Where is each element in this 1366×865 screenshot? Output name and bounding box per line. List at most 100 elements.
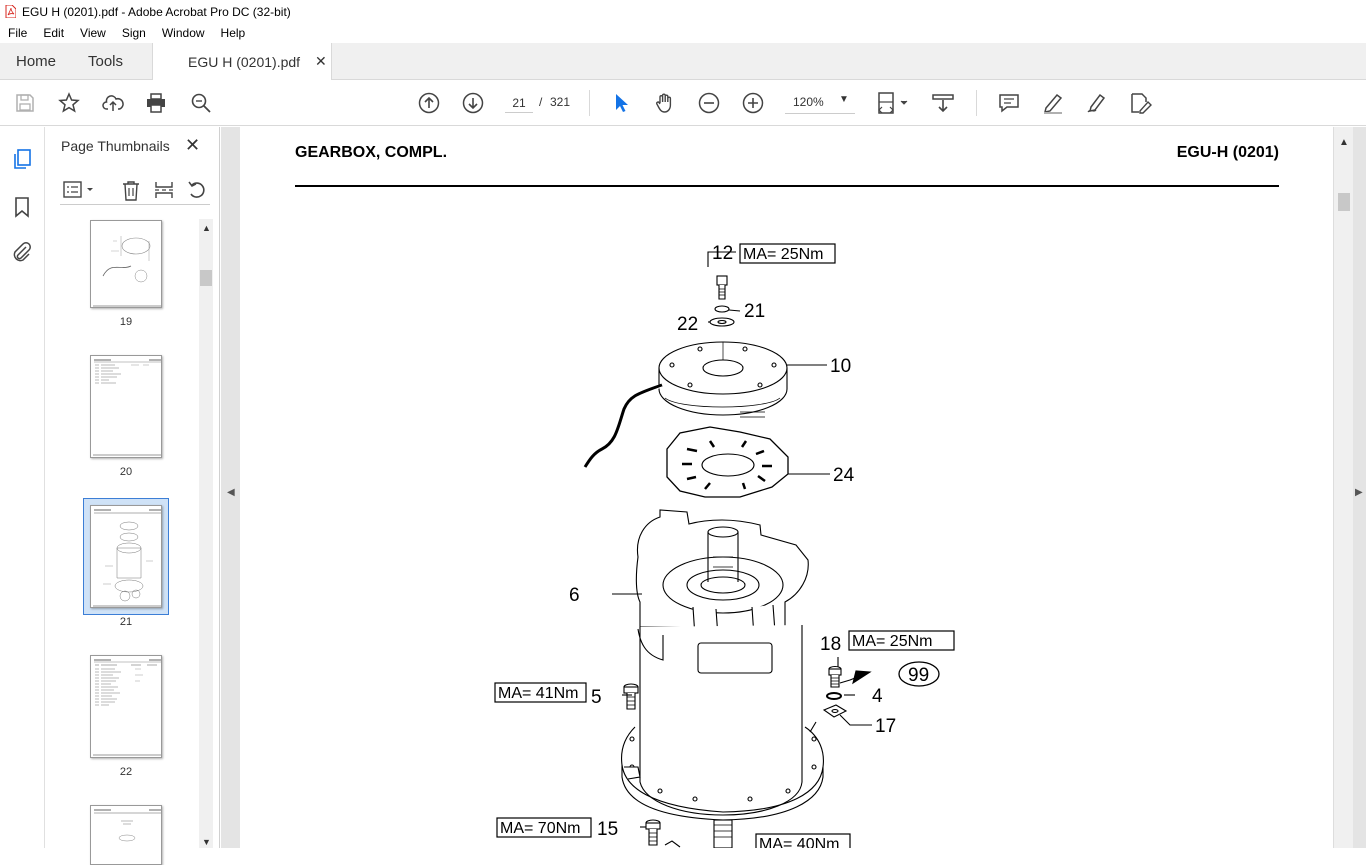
menu-help[interactable]: Help [220,26,246,40]
bolt-12-drawing [716,275,728,300]
thumbnail-toolbar [60,173,210,205]
hand-tool-icon[interactable] [653,91,677,115]
gearbox-housing-6-drawing [621,509,824,848]
tab-document[interactable]: EGU H (0201).pdf ✕ [152,43,332,81]
menu-sign[interactable]: Sign [121,26,146,40]
brake-10-drawing [658,341,788,418]
callout-99-circle [898,661,940,687]
menu-bar: File Edit View Sign Window Help [0,23,1366,43]
thumbnail-page-label: 21 [119,616,133,628]
torque-label: MA= 40Nm [759,836,839,848]
total-pages: 321 [550,95,571,109]
close-tab-icon[interactable]: ✕ [315,53,327,69]
callout-5: 5 [591,687,602,708]
torque-label: MA= 70Nm [500,820,580,837]
bookmarks-icon[interactable] [10,195,34,219]
thumbnail-page-label: 22 [119,766,133,778]
delete-trash-icon[interactable] [120,179,142,201]
page-thumbnails-icon[interactable] [10,147,34,171]
torque-box-5 [494,682,587,703]
torque-label: MA= 25Nm [852,633,932,650]
bolt-18-drawing [828,665,842,688]
thumbnail-drawing [93,236,161,307]
menu-window[interactable]: Window [161,26,205,40]
thumbnail-page-label: 19 [119,316,133,328]
comment-icon[interactable] [997,91,1021,115]
scroll-up-arrow-icon[interactable]: ▲ [202,223,211,233]
collapse-left-panel-icon[interactable]: ◀ [227,487,235,498]
thumbnail-page-21[interactable] [90,505,162,608]
torque-box-18 [848,630,955,651]
page-header-model: EGU-H (0201) [1176,144,1279,161]
print-icon[interactable] [144,91,168,115]
document-scrollbar[interactable]: ▲ [1333,127,1353,848]
find-zoom-icon[interactable] [189,91,213,115]
previous-page-icon[interactable] [417,91,441,115]
scrollbar-thumb[interactable] [1338,193,1350,211]
menu-view[interactable]: View [80,26,106,40]
left-navigation-rail [0,127,45,848]
menu-edit[interactable]: Edit [43,26,65,40]
options-menu-icon[interactable] [62,179,96,201]
header-rule [295,185,1279,187]
torque-box-15 [496,817,592,838]
expand-right-panel-icon[interactable]: ▶ [1355,487,1363,498]
zoom-in-icon[interactable] [741,91,765,115]
gasket-24-drawing [666,426,789,498]
close-panel-icon[interactable]: ✕ [185,135,201,155]
torque-box-shaft [755,833,851,848]
menu-file[interactable]: File [8,26,28,40]
thumbnail-page-23[interactable] [90,805,162,865]
thumbnail-page-19[interactable] [90,220,162,308]
torque-label: MA= 41Nm [498,685,578,702]
window-title: EGU H (0201).pdf - Adobe Acrobat Pro DC … [22,4,291,19]
page-separator: / [539,95,543,109]
extract-pages-icon[interactable] [153,179,175,201]
toolbar-divider [589,90,590,116]
callout-4: 4 [872,686,883,707]
scrollbar-thumb[interactable] [200,270,212,286]
callout-12: 12 [712,243,733,264]
scroll-up-arrow-icon[interactable]: ▲ [1339,137,1349,148]
save-icon[interactable] [13,91,37,115]
callout-24: 24 [833,465,855,486]
bolt-5-drawing [623,683,639,710]
tab-bar: Home Tools EGU H (0201).pdf ✕ [0,43,1366,81]
toolbar: / 321 120% ▼ [0,80,1366,126]
tab-tools[interactable]: Tools [88,53,124,70]
scroll-mode-icon[interactable] [931,91,955,115]
draw-sign-icon[interactable] [1085,91,1109,115]
thumbnail-page-22[interactable] [90,655,162,758]
zoom-out-icon[interactable] [697,91,721,115]
zoom-value: 120% [793,95,824,109]
washer-21 [714,305,730,313]
document-tab-label: EGU H (0201).pdf [188,54,301,70]
chevron-down-icon: ▼ [839,94,849,105]
bolt-15-drawing [645,819,661,846]
thumbnail-parts-list [93,359,161,456]
pdf-page: GEARBOX, COMPL. EGU-H (0201) [240,127,1333,848]
thumbnail-drawing [94,809,161,842]
zoom-dropdown[interactable]: 120% ▼ [785,92,855,114]
next-page-icon[interactable] [461,91,485,115]
select-cursor-icon[interactable] [609,91,633,115]
callout-22: 22 [677,314,698,335]
callout-21: 21 [744,301,765,322]
edit-pdf-icon[interactable] [1128,91,1152,115]
rotate-icon[interactable] [186,179,208,201]
scroll-down-arrow-icon[interactable]: ▼ [202,837,211,847]
highlight-pen-icon[interactable] [1041,91,1065,115]
callout-10: 10 [830,356,851,377]
thumbnail-scrollbar[interactable]: ▲ ▼ [199,219,213,848]
page-fit-icon[interactable] [876,91,912,115]
upload-cloud-icon[interactable] [101,91,125,115]
tab-home[interactable]: Home [16,53,57,70]
attachments-paperclip-icon[interactable] [10,240,34,264]
gearbox-exploded-drawing: MA= 25Nm MA= 25Nm MA= 41Nm MA= 70Nm MA= … [494,243,955,848]
thumbnail-gearbox-drawing [93,509,161,607]
document-viewer: ◀ GEARBOX, COMPL. EGU-H (0201) [221,127,1366,848]
thumbnail-page-20[interactable] [90,355,162,458]
callout-99: 99 [908,665,929,686]
page-number-input[interactable] [505,93,533,113]
bookmark-star-icon[interactable] [57,91,81,115]
